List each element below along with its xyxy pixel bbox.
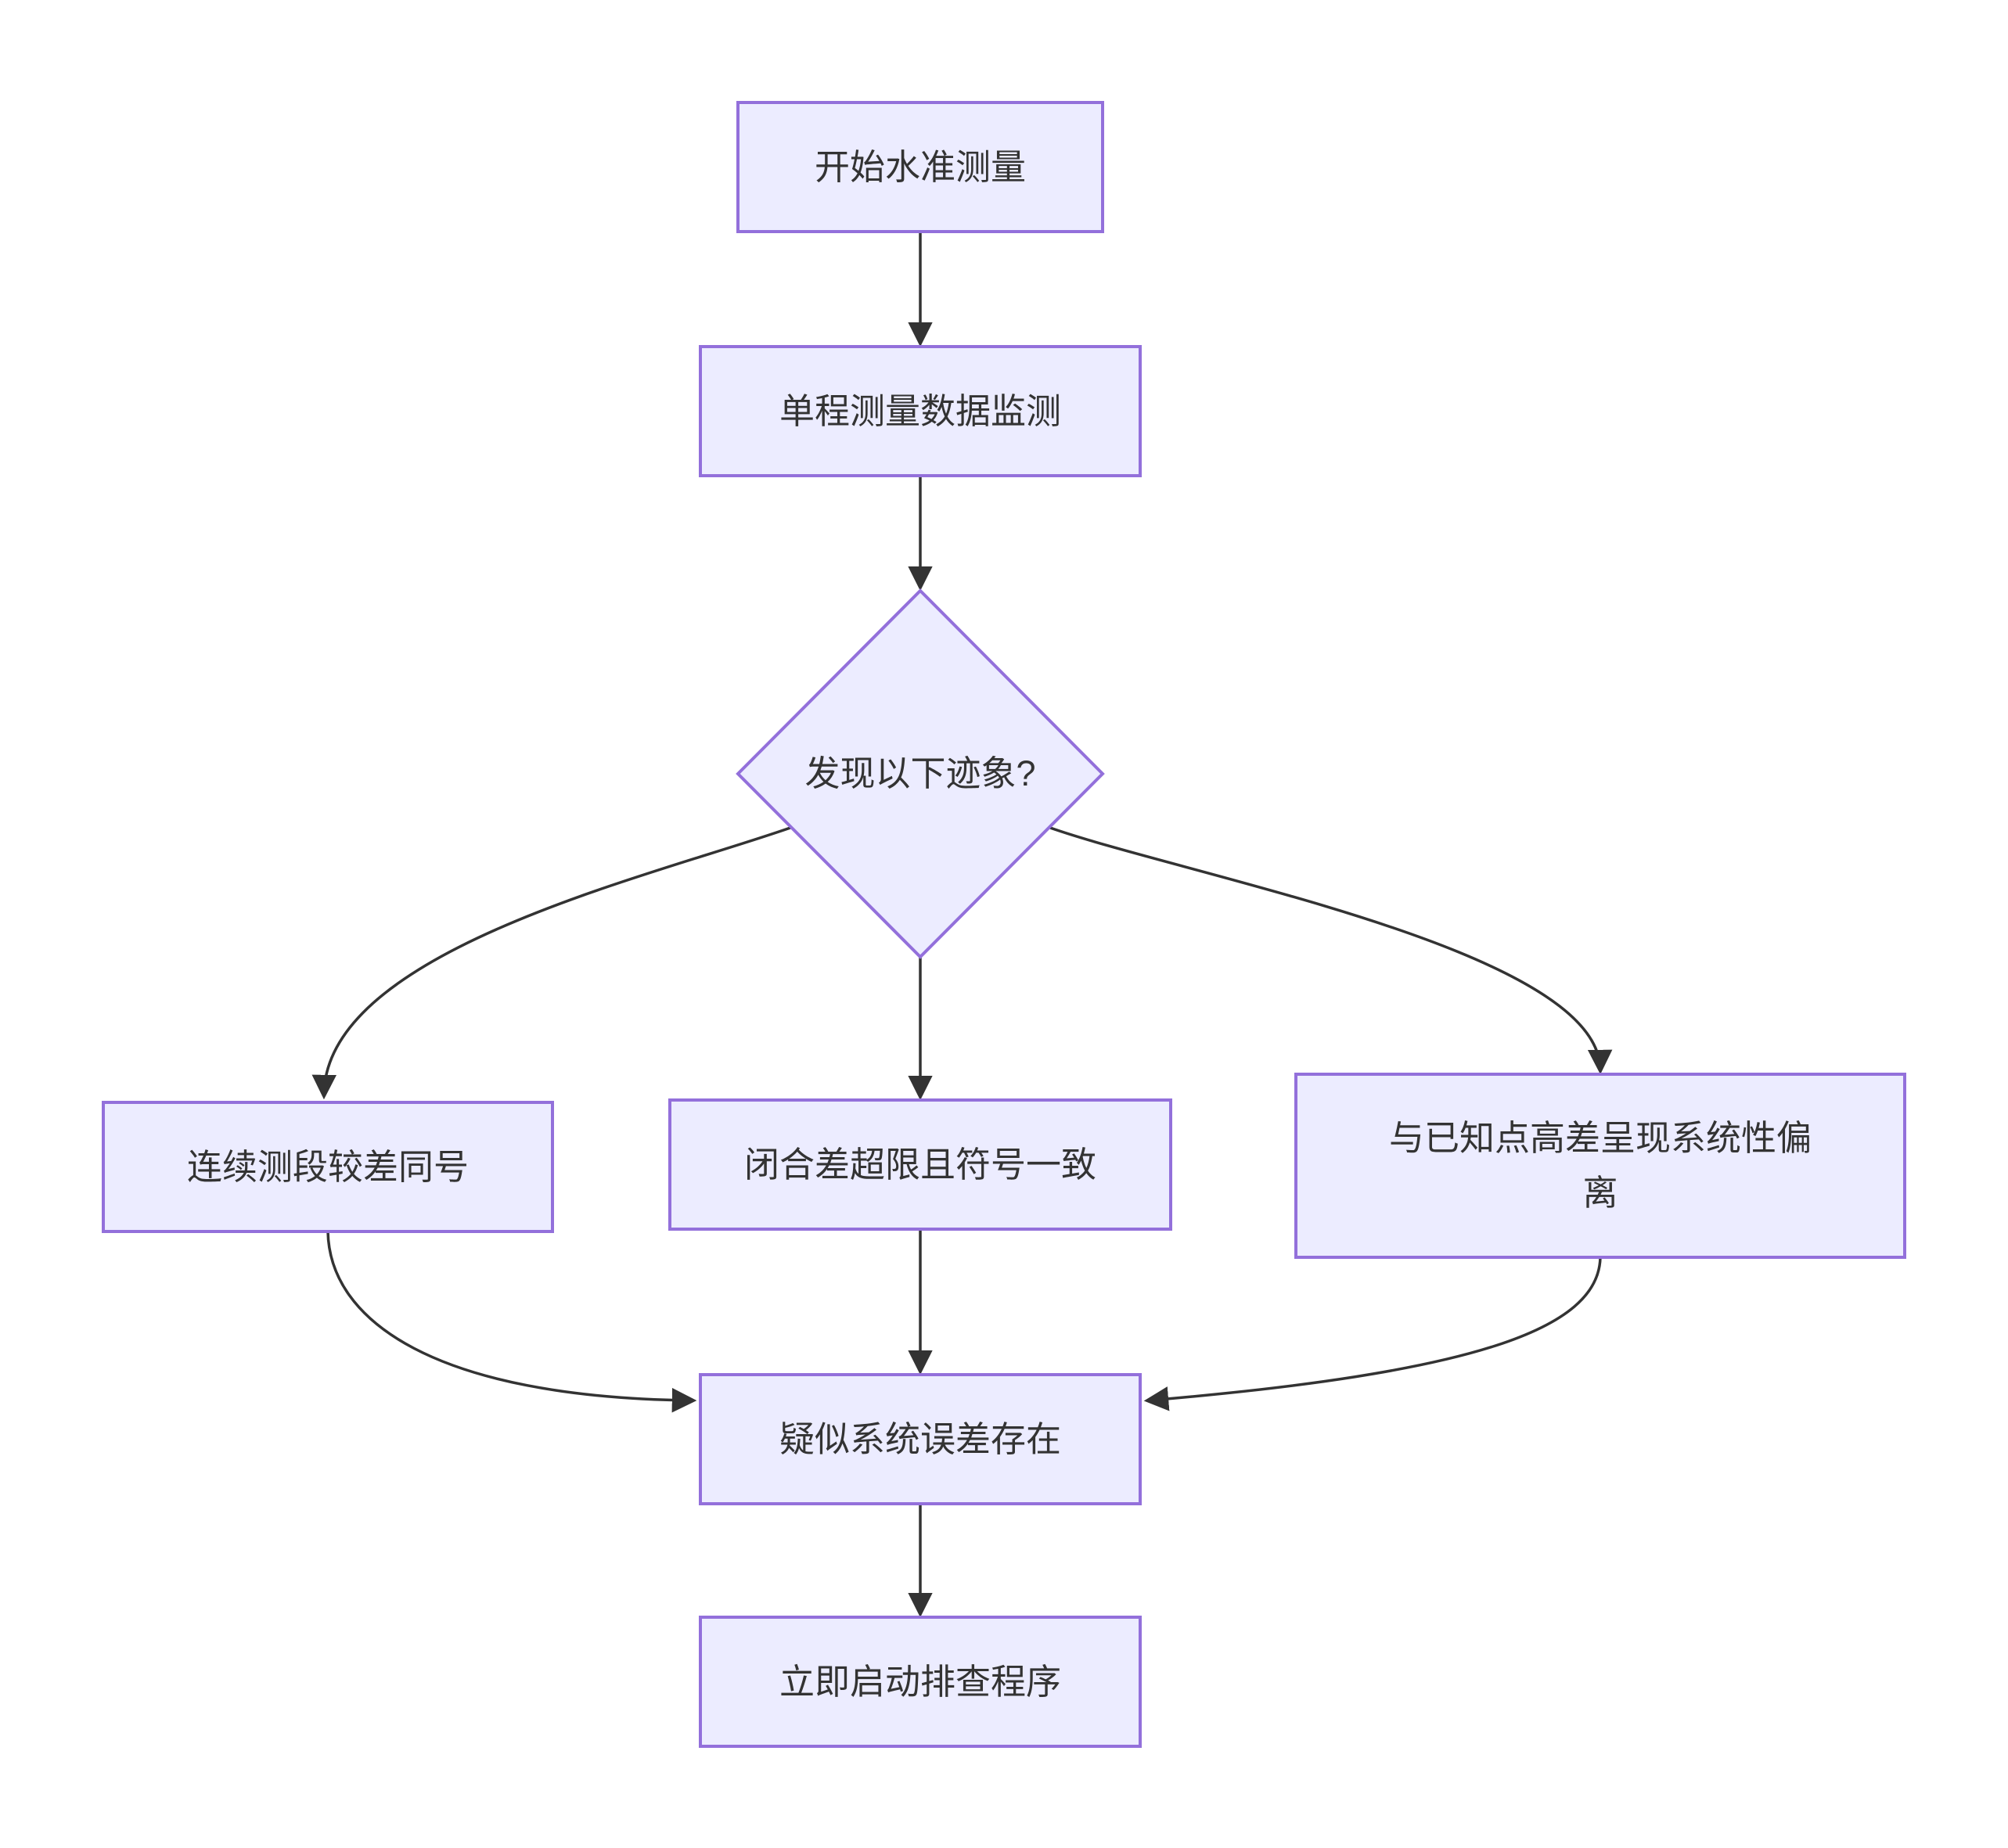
node-shape-suspect <box>699 1373 1142 1505</box>
edge-decision-sign3 <box>1049 826 1613 1075</box>
node-shape-decision <box>736 588 1105 959</box>
node-shape-sign3 <box>1294 1073 1906 1259</box>
node-shape-sign1 <box>102 1101 554 1233</box>
node-shape-sign2 <box>668 1098 1172 1231</box>
node-shape-action <box>699 1616 1142 1748</box>
node-layer <box>102 101 1906 1748</box>
edge-layer <box>311 232 1613 1618</box>
node-shape-monitor <box>699 345 1142 477</box>
edge-sign3-suspect <box>1143 1257 1602 1411</box>
edge-decision-sign1 <box>311 826 791 1100</box>
edge-sign1-suspect <box>326 1231 697 1413</box>
node-shape-start <box>736 101 1104 233</box>
